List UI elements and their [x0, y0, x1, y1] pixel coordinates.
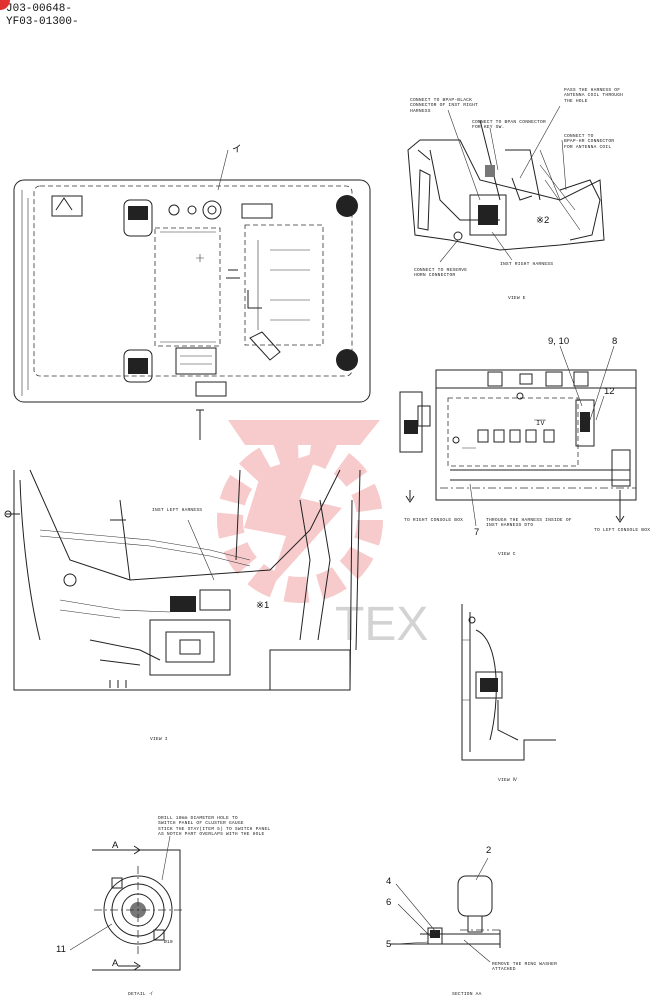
- note-antenna-hole: PASS THE HARNESS OF ANTENNA COIL THROUGH…: [564, 88, 624, 104]
- view-c-label: VIEW C: [498, 552, 516, 557]
- note-through-harness: THROUGH THE HARNESS INSIDE OF INST HARNE…: [486, 518, 572, 529]
- section-note: REMOVE THE RING WASHER ATTACHED: [492, 962, 558, 973]
- note-right-console: TO RIGHT CONSOLE BOX: [404, 518, 464, 523]
- view-i-label: VIEW I: [150, 737, 168, 742]
- view-iv-label: VIEW Ⅳ: [498, 778, 518, 783]
- view-iv-drawing: [461, 604, 556, 761]
- note-horn: CONNECT TO RESERVE HORN CONNECTOR: [414, 268, 468, 279]
- detail-arrow-a-bottom: A: [112, 958, 119, 969]
- callout-5: 5: [386, 939, 392, 950]
- corner-mark-icon: [0, 0, 10, 10]
- view-c-drawing: [399, 345, 637, 527]
- note-key-sw: CONNECT TO BPAN CONNECTOR FOR KEY SW.: [472, 120, 546, 131]
- detail-label: DETAIL イ: [128, 992, 154, 997]
- callout-6: 6: [386, 897, 392, 908]
- detail-note: DRILL 10mm DIAMETER HOLE TO SWITCH PANEL…: [158, 816, 271, 838]
- note-inst-left: INST LEFT HARNESS: [152, 508, 203, 513]
- note-left-console: TO LEFT CONSOLE BOX: [594, 528, 651, 533]
- view-e-drawing: [407, 105, 605, 263]
- callout-11: 11: [56, 944, 66, 955]
- note-inst-right: INST RIGHT HARNESS: [500, 262, 554, 267]
- watermark-logo: [217, 420, 383, 603]
- note-antenna-coil: CONNECT TO BPAP-HR CONNECTOR FOR ANTENNA…: [564, 134, 615, 150]
- section-drawing: [390, 857, 501, 963]
- top-view-panel: [13, 149, 371, 440]
- callout-7: 7: [474, 527, 480, 538]
- detail-dimension: Ø10: [164, 940, 173, 945]
- view-i-drawing: [4, 469, 361, 691]
- doc-number-2: YF03-01300-: [6, 16, 79, 28]
- detail-drawing: [69, 835, 182, 971]
- top-view-callout: イ: [232, 144, 242, 155]
- callout-4: 4: [386, 876, 392, 887]
- callout-2: 2: [486, 845, 492, 856]
- doc-number-1: J03-00648-: [6, 3, 73, 15]
- note-bpap-black: CONNECT TO BPAP-BLACK CONNECTOR OF INST …: [410, 98, 479, 114]
- mark-1: ※1: [256, 600, 270, 611]
- callout-12: 12: [604, 386, 615, 397]
- view-e-label: VIEW E: [508, 296, 526, 301]
- detail-arrow-a-top: A: [112, 840, 119, 851]
- callout-9-10: 9, 10: [548, 336, 570, 347]
- watermark-text: TEX: [335, 598, 428, 651]
- view-c-iv-mark: IV: [536, 420, 545, 428]
- mark-2: ※2: [536, 215, 550, 226]
- section-label: SECTION AA: [452, 992, 482, 997]
- callout-8: 8: [612, 336, 618, 347]
